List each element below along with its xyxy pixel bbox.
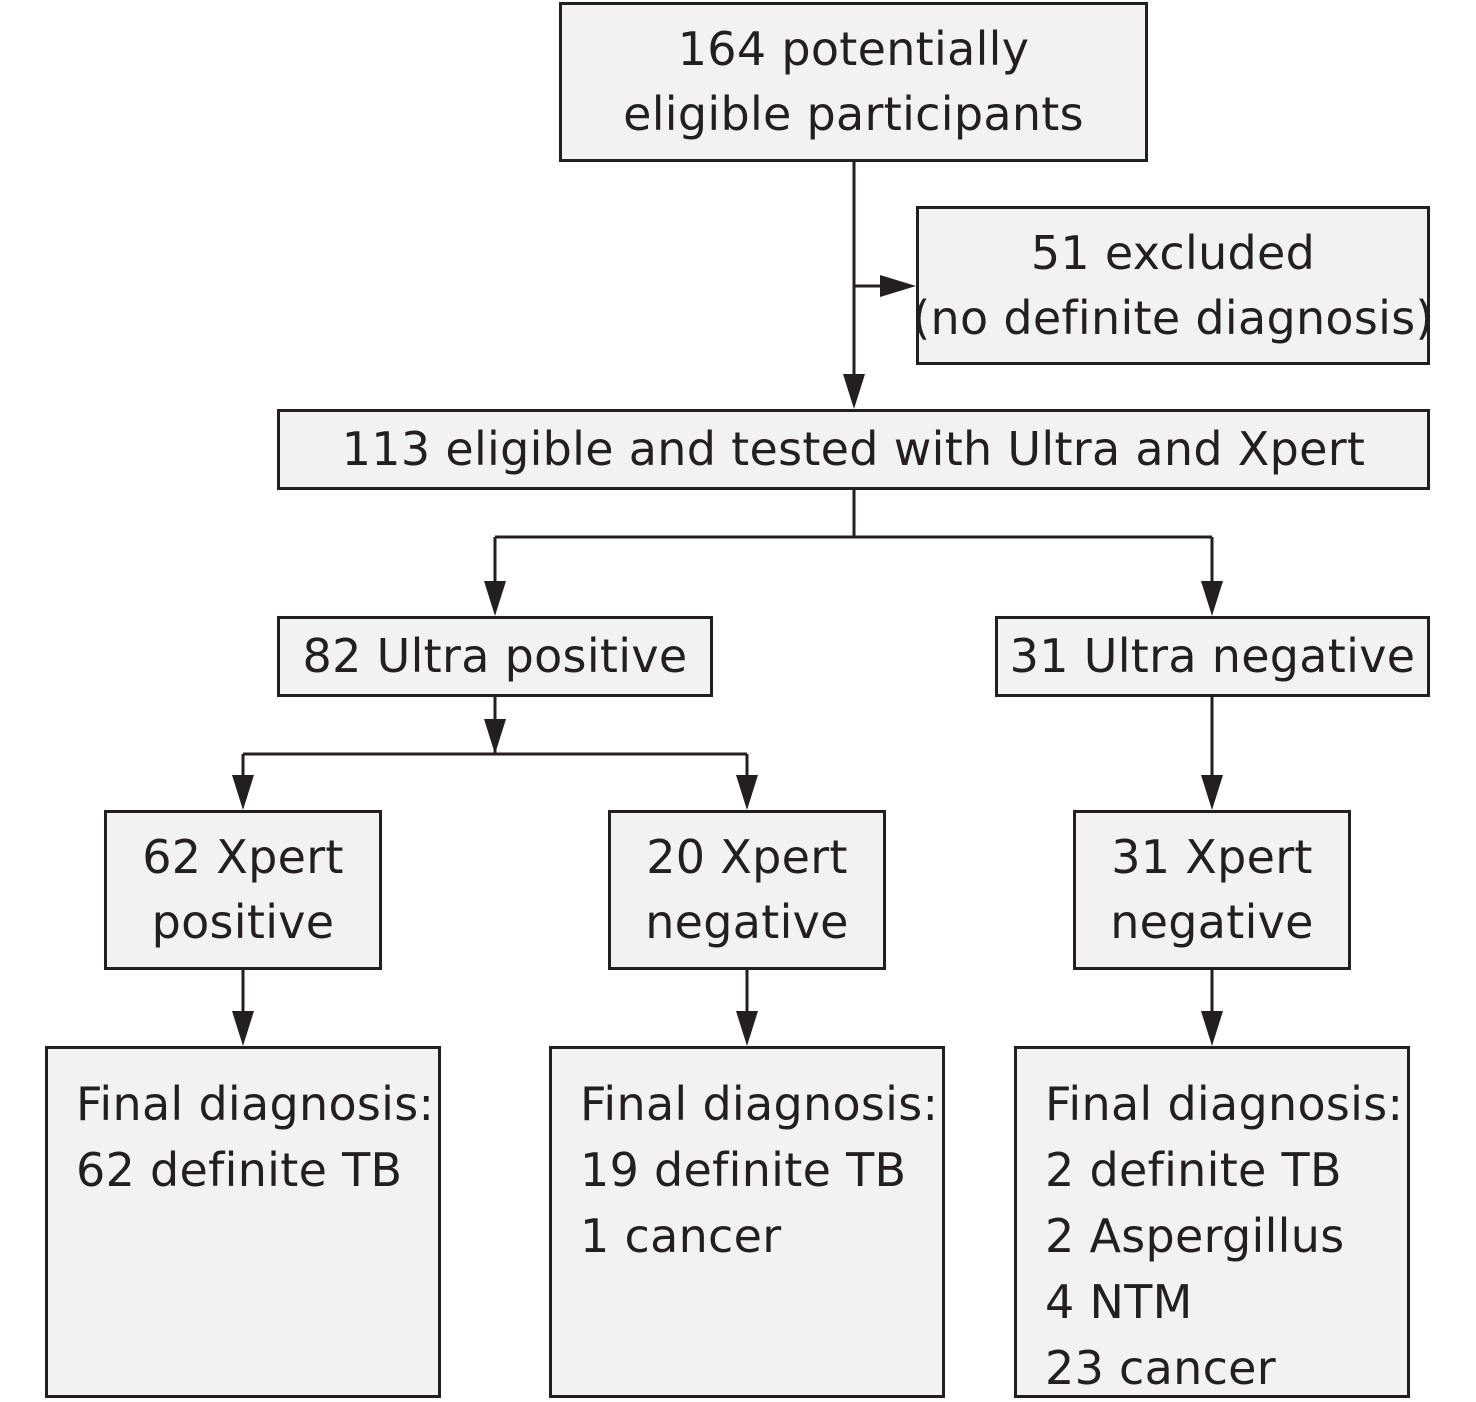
eligible-tested-box: 113 eligible and tested with Ultra and X…	[277, 409, 1430, 490]
node-text: (no definite diagnosis)	[912, 290, 1434, 345]
final-diagnosis-box-xpert-negative-ultra-positive: Final diagnosis: 19 definite TB 1 cancer	[549, 1046, 945, 1398]
final-diagnosis-box-xpert-positive: Final diagnosis: 62 definite TB	[45, 1046, 441, 1398]
arrowhead-to-final-c	[1201, 1011, 1223, 1046]
excluded-box: 51 excluded (no definite diagnosis)	[912, 206, 1433, 365]
node-text: 164 potentially	[677, 22, 1030, 76]
final-diagnosis-box-xpert-negative-ultra-negative: Final diagnosis: 2 definite TB 2 Aspergi…	[1014, 1046, 1410, 1398]
node-text: 62 Xpert	[142, 830, 344, 884]
final-diagnosis-item: 23 cancer	[1045, 1341, 1276, 1395]
final-diagnosis-heading: Final diagnosis:	[76, 1077, 435, 1131]
node-text: 31 Ultra negative	[1009, 629, 1416, 683]
node-text: eligible participants	[623, 87, 1084, 141]
final-diagnosis-item: 1 cancer	[580, 1209, 782, 1263]
xpert-negative-box-ultra-negative: 31 Xpert negative	[1073, 810, 1351, 970]
final-diagnosis-item: 2 Aspergillus	[1045, 1209, 1345, 1263]
arrowhead-to-xpert-negative-b	[1201, 775, 1223, 810]
arrowhead-to-eligible	[843, 374, 865, 409]
final-diagnosis-heading: Final diagnosis:	[1045, 1077, 1404, 1131]
arrowhead-to-final-b	[736, 1011, 758, 1046]
node-text: positive	[151, 895, 335, 949]
arrowhead-ultra-positive-stem	[484, 719, 506, 754]
node-text: 113 eligible and tested with Ultra and X…	[341, 422, 1366, 476]
ultra-positive-box: 82 Ultra positive	[277, 616, 713, 697]
node-text: 20 Xpert	[646, 830, 848, 884]
potentially-eligible-box: 164 potentially eligible participants	[559, 2, 1148, 162]
arrowhead-to-final-a	[232, 1011, 254, 1046]
node-text: 82 Ultra positive	[302, 629, 688, 683]
arrowhead-to-ultra-positive	[484, 581, 506, 616]
node-text: 51 excluded	[1030, 225, 1316, 280]
final-diagnosis-item: 19 definite TB	[580, 1143, 907, 1197]
final-diagnosis-item: 4 NTM	[1045, 1275, 1193, 1329]
arrowhead-to-xpert-negative-a	[736, 775, 758, 810]
node-text: negative	[645, 895, 849, 949]
final-diagnosis-heading: Final diagnosis:	[580, 1077, 939, 1131]
final-diagnosis-item: 62 definite TB	[76, 1143, 403, 1197]
arrowhead-to-ultra-negative	[1201, 581, 1223, 616]
node-text: negative	[1110, 895, 1314, 949]
xpert-positive-box: 62 Xpert positive	[104, 810, 382, 970]
node-text: 31 Xpert	[1111, 830, 1313, 884]
final-diagnosis-item: 2 definite TB	[1045, 1143, 1342, 1197]
arrowhead-to-excluded	[880, 275, 916, 297]
xpert-negative-box-ultra-positive: 20 Xpert negative	[608, 810, 886, 970]
ultra-negative-box: 31 Ultra negative	[995, 616, 1430, 697]
arrowhead-to-xpert-positive	[232, 775, 254, 810]
